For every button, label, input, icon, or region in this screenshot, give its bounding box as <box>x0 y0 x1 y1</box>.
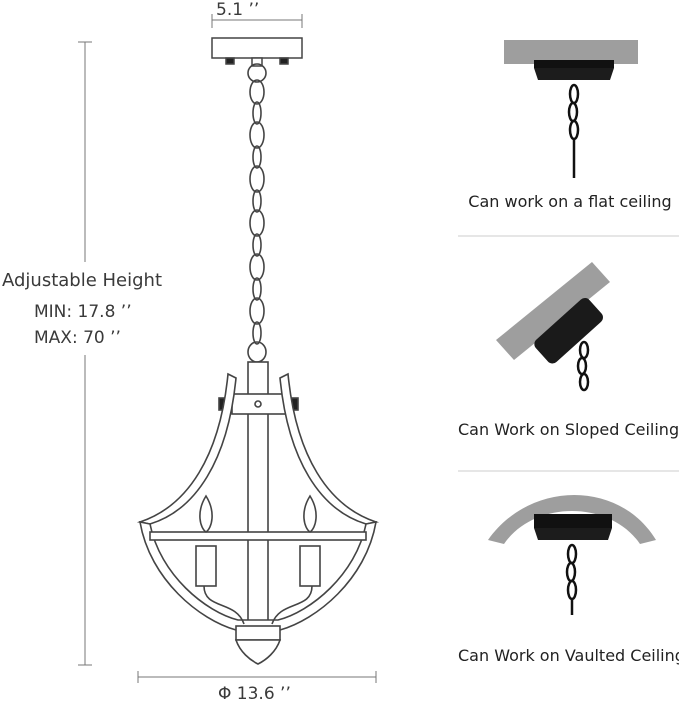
canopy <box>211 37 303 67</box>
max-height-label: MAX: 70 ’’ <box>34 328 121 348</box>
vaulted-ceiling-illustration <box>488 495 656 615</box>
sloped-ceiling-illustration <box>496 262 610 392</box>
fixture-frame <box>136 361 380 665</box>
adjustable-height-label: Adjustable Height <box>2 270 163 291</box>
flat-ceiling-illustration <box>504 40 638 178</box>
chain <box>247 63 267 363</box>
vaulted-ceiling-caption: Can Work on Vaulted Ceiling <box>458 646 679 665</box>
height-dimension <box>78 41 92 666</box>
canopy-width-dimension <box>211 14 303 28</box>
diameter-dimension <box>137 671 377 683</box>
diameter-label: Φ 13.6 ’’ <box>218 684 291 704</box>
flat-ceiling-caption: Can work on a flat ceiling <box>468 192 672 211</box>
sloped-ceiling-caption: Can Work on Sloped Ceiling <box>458 420 679 439</box>
canopy-width-label: 5.1 ’’ <box>216 0 260 20</box>
min-height-label: MIN: 17.8 ’’ <box>34 302 132 322</box>
